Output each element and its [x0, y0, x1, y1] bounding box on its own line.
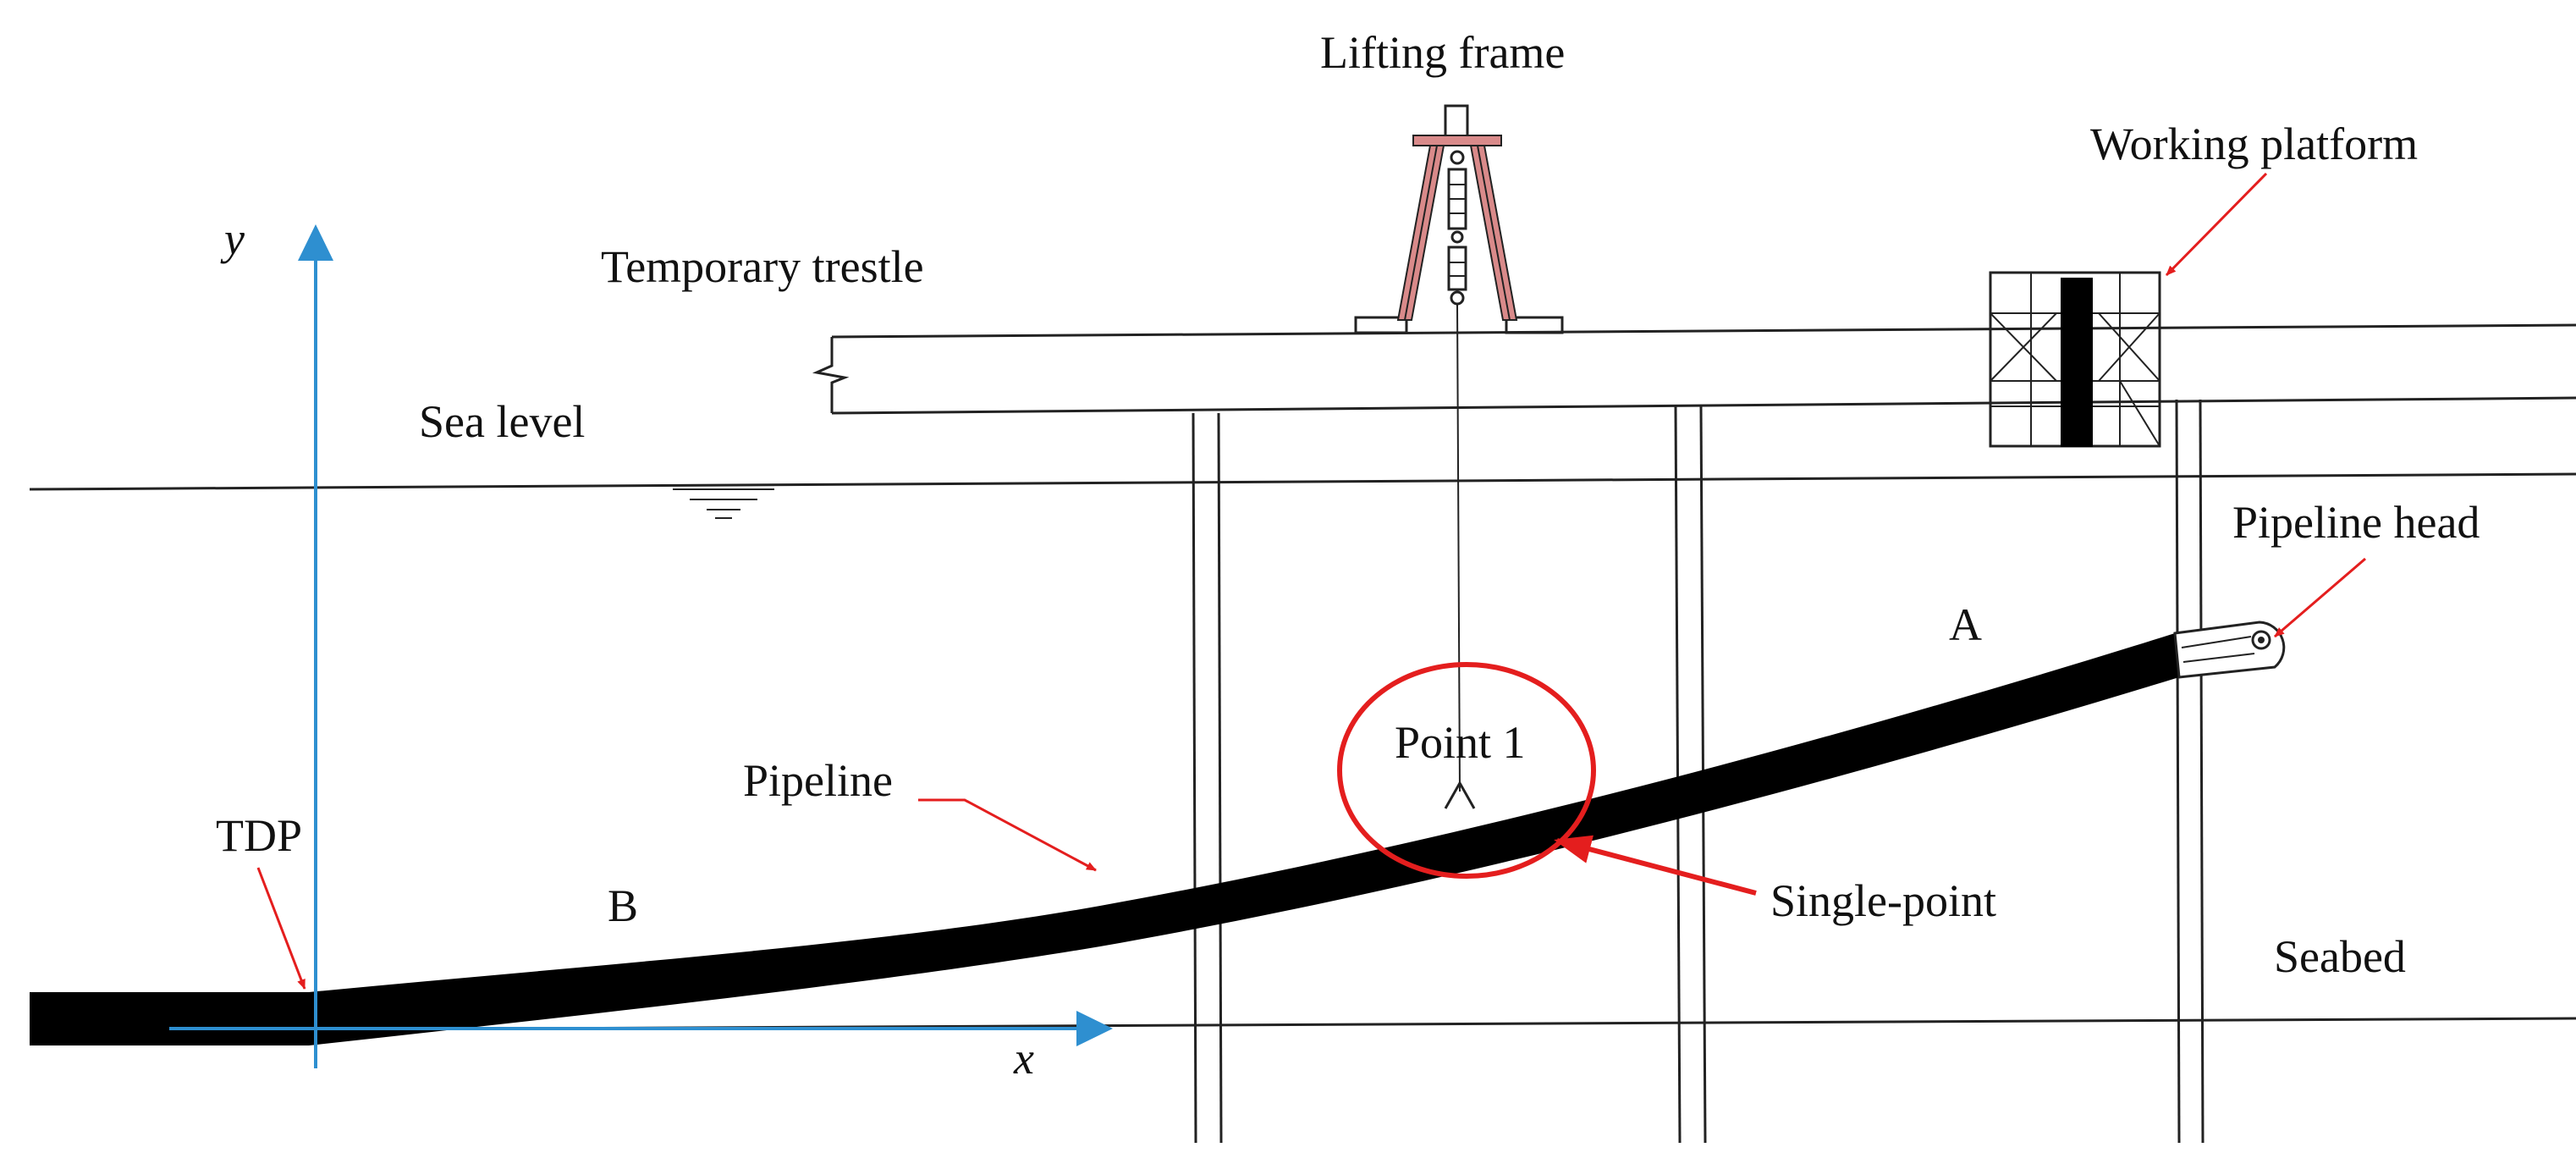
x-axis-label: x — [1013, 1033, 1034, 1084]
temporary-trestle-deck — [831, 323, 2576, 415]
pipeline-head-arrow — [2274, 557, 2366, 638]
section-b-label: B — [608, 880, 638, 931]
y-axis-label: y — [220, 213, 245, 264]
y-axis — [298, 224, 333, 1068]
point-1-label: Point 1 — [1395, 717, 1526, 768]
tdp-arrow — [256, 867, 306, 990]
pipeline — [30, 633, 2179, 1045]
working-platform-arrow — [2165, 172, 2268, 277]
seabed-label: Seabed — [2274, 931, 2406, 982]
working-platform — [1989, 271, 2161, 448]
sea-level-line — [29, 472, 2576, 491]
point-1-highlight-circle — [1337, 662, 1596, 879]
lifting-frame-label: Lifting frame — [1320, 27, 1565, 78]
pipeline-label: Pipeline — [743, 755, 893, 806]
sea-level-label: Sea level — [419, 396, 585, 447]
single-point-label: Single-point — [1770, 875, 1996, 926]
tdp-label: TDP — [216, 810, 302, 861]
section-a-label: A — [1949, 599, 1982, 650]
single-point-arrow — [1554, 835, 1757, 896]
water-level-symbol-icon — [673, 488, 774, 519]
pile-1 — [1192, 412, 1223, 1144]
pipeline-arrow — [918, 798, 1097, 872]
x-axis — [169, 1011, 1113, 1046]
lifting-frame — [1354, 104, 1564, 334]
lifting-cable — [1444, 304, 1476, 809]
pipeline-head — [2173, 621, 2286, 679]
working-platform-label: Working platform — [2090, 119, 2418, 169]
pipeline-head-label: Pipeline head — [2232, 497, 2480, 548]
temporary-trestle-label: Temporary trestle — [601, 241, 924, 292]
break-line-symbol-icon — [812, 337, 850, 413]
pile-3 — [2175, 399, 2204, 1144]
annotation-arrows — [256, 172, 2366, 990]
